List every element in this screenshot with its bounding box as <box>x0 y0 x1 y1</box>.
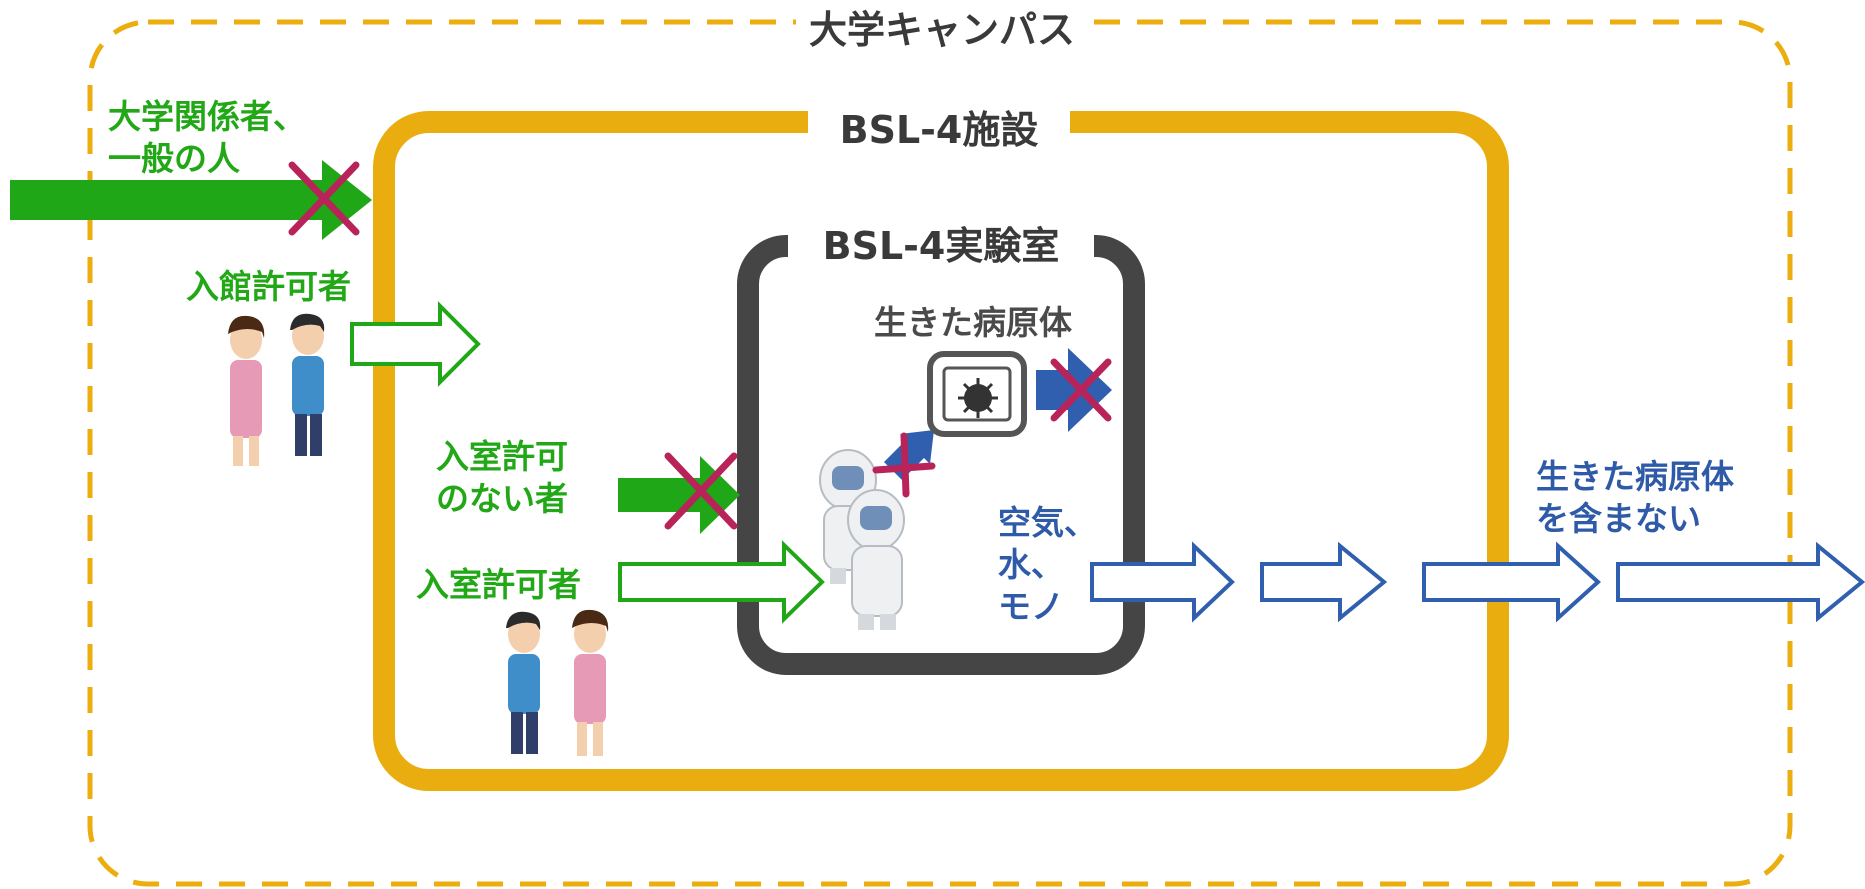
lab-title: BSL-4実験室 <box>788 222 1094 271</box>
no-permission-label: 入室許可 のない者 <box>436 436 568 520</box>
cabinet-outflow-arrow <box>1036 348 1112 432</box>
live-pathogen-label: 生きた病原体 <box>874 303 1072 342</box>
air-water-things-line3: モノ <box>998 587 1064 627</box>
air-water-things-label: 空気、 水、 モノ <box>998 502 1097 629</box>
person-icon-woman-1 <box>228 315 265 466</box>
outflow-arrow-1 <box>1090 541 1235 623</box>
outflow-arrow-4 <box>1616 541 1865 623</box>
outflow-arrow-2 <box>1260 541 1388 623</box>
worker-pathogen-arrow <box>884 430 934 480</box>
person-icon-woman-2 <box>572 609 609 756</box>
deny-cross-worker <box>872 432 936 498</box>
pathogen-free-line2: を含まない <box>1536 499 1701 539</box>
outflow-arrow-3 <box>1422 541 1601 623</box>
outsiders-label: 大学関係者、 一般の人 <box>108 96 306 180</box>
no-permission-label-line2: のない者 <box>436 479 568 519</box>
no-permission-arrow <box>618 456 740 534</box>
building-entry-arrow <box>350 301 481 387</box>
building-permitted-label: 入館許可者 <box>186 267 351 306</box>
campus-title: 大学キャンパス <box>796 6 1088 55</box>
person-icon-man-1 <box>290 313 325 456</box>
deny-cross-outsiders <box>288 161 360 236</box>
person-icon-man-2 <box>506 611 541 754</box>
no-permission-label-line1: 入室許可 <box>436 437 568 476</box>
facility-title: BSL-4施設 <box>808 106 1070 155</box>
outsiders-label-line1: 大学関係者、 <box>108 97 306 136</box>
pathogen-free-label: 生きた病原体 を含まない <box>1536 456 1734 540</box>
air-water-things-line1: 空気、 <box>998 503 1097 542</box>
outsiders-label-line2: 一般の人 <box>108 139 240 179</box>
hazmat-worker-icon-2 <box>847 489 905 630</box>
air-water-things-line2: 水、 <box>998 545 1064 585</box>
room-permitted-label: 入室許可者 <box>416 565 581 604</box>
pathogen-free-line1: 生きた病原体 <box>1536 457 1734 496</box>
deny-cross-lab-entry <box>664 452 738 530</box>
outsiders-arrow <box>10 160 372 240</box>
room-entry-arrow <box>618 540 825 624</box>
deny-cross-cabinet <box>1050 358 1112 422</box>
safety-cabinet-icon <box>927 351 1027 437</box>
